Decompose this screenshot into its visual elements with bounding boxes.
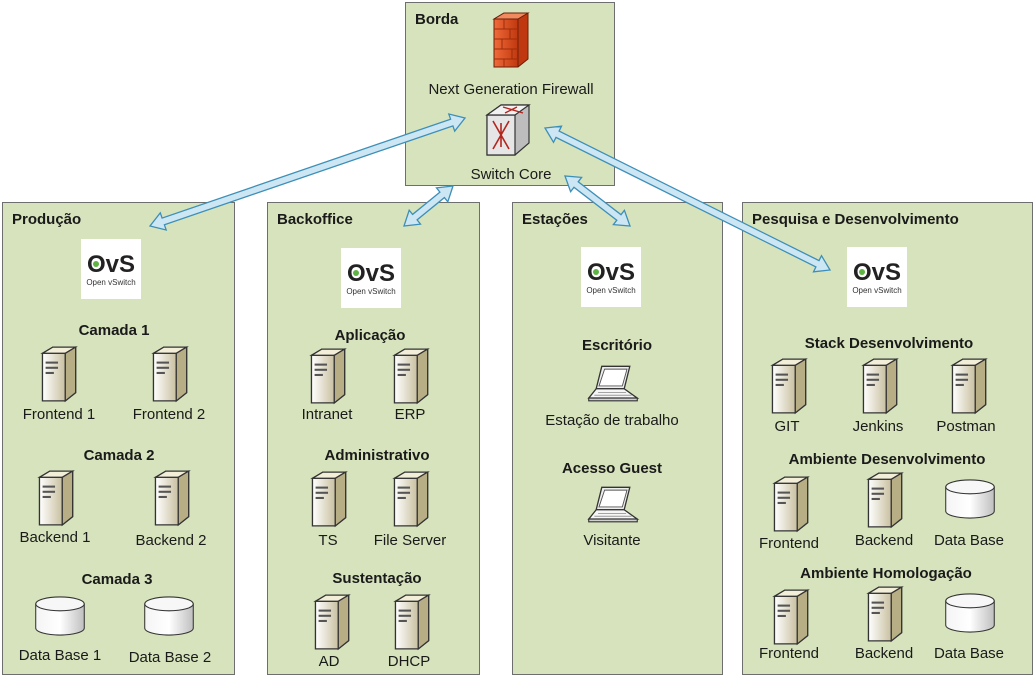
group-title-guest: Acesso Guest — [561, 460, 663, 477]
server-icon — [766, 357, 808, 415]
node-label: Postman — [936, 418, 996, 435]
server-icon — [33, 469, 75, 527]
firewall-label: Next Generation Firewall — [428, 81, 594, 98]
server-icon — [149, 469, 191, 527]
group-title-stack: Stack Desenvolvimento — [804, 335, 974, 352]
switch-icon — [485, 104, 531, 156]
server-icon — [946, 357, 988, 415]
group-title-camada1: Camada 1 — [78, 322, 150, 339]
laptop-icon — [585, 364, 641, 406]
node-label: Backend — [854, 645, 914, 662]
database-icon — [34, 593, 86, 639]
node-label: Frontend — [758, 535, 820, 552]
database-icon — [944, 590, 996, 636]
group-title-hom: Ambiente Homologação — [800, 565, 972, 582]
group-title-camada2: Camada 2 — [83, 447, 155, 464]
node-label: Data Base — [933, 645, 1005, 662]
node-label: GIT — [774, 418, 800, 435]
zone-title-producao: Produção — [12, 211, 82, 228]
server-icon — [306, 470, 348, 528]
server-icon — [36, 345, 78, 403]
group-title-camada3: Camada 3 — [81, 571, 153, 588]
ovs-logo-icon — [581, 247, 641, 307]
node-label: DHCP — [387, 653, 431, 670]
firewall-icon — [492, 12, 530, 68]
switch-label: Switch Core — [470, 166, 552, 183]
zone-title-estacoes: Estações — [522, 211, 588, 228]
group-title-administrativo: Administrativo — [324, 447, 430, 464]
node-label: Frontend — [758, 645, 820, 662]
server-icon — [857, 357, 899, 415]
node-label: Jenkins — [852, 418, 904, 435]
node-label: Backend 2 — [135, 532, 207, 549]
zone-estacoes: Estações Escritório Estação de trabalho … — [512, 202, 723, 675]
group-title-dev: Ambiente Desenvolvimento — [788, 451, 986, 468]
node-label: Data Base — [933, 532, 1005, 549]
node-label: Intranet — [301, 406, 353, 423]
node-label: File Server — [373, 532, 447, 549]
server-icon — [305, 347, 347, 405]
database-icon — [143, 593, 195, 639]
node-label: Frontend 1 — [22, 406, 96, 423]
database-icon — [944, 476, 996, 522]
server-icon — [862, 585, 904, 643]
server-icon — [388, 347, 430, 405]
node-label: Backend — [854, 532, 914, 549]
node-label: Estação de trabalho — [545, 412, 679, 429]
server-icon — [388, 470, 430, 528]
zone-borda: Borda Next Generation Firewall Switch Co… — [405, 2, 615, 186]
node-label: AD — [318, 653, 340, 670]
node-label: Data Base 1 — [18, 647, 102, 664]
zone-pesquisa-desenvolvimento: Pesquisa e Desenvolvimento Stack Desenvo… — [742, 202, 1033, 675]
group-title-sustentacao: Sustentação — [332, 570, 422, 587]
ovs-logo-icon — [341, 248, 401, 308]
server-icon — [768, 588, 810, 646]
server-icon — [309, 593, 351, 651]
node-label: TS — [318, 532, 338, 549]
server-icon — [768, 475, 810, 533]
ovs-logo-icon — [847, 247, 907, 307]
server-icon — [862, 471, 904, 529]
node-label: ERP — [394, 406, 426, 423]
group-title-escritorio: Escritório — [581, 337, 653, 354]
node-label: Visitante — [583, 532, 641, 549]
zone-title-backoffice: Backoffice — [277, 211, 353, 228]
ovs-logo-icon — [81, 239, 141, 299]
node-label: Data Base 2 — [128, 649, 212, 666]
zone-producao: Produção Camada 1 Frontend 1 Frontend 2 … — [2, 202, 235, 675]
zone-title-pd: Pesquisa e Desenvolvimento — [752, 211, 959, 228]
server-icon — [389, 593, 431, 651]
server-icon — [147, 345, 189, 403]
laptop-icon — [585, 485, 641, 527]
group-title-aplicacao: Aplicação — [334, 327, 406, 344]
zone-backoffice: Backoffice Aplicação Intranet ERP Admini… — [267, 202, 480, 675]
node-label: Backend 1 — [19, 529, 91, 546]
node-label: Frontend 2 — [132, 406, 206, 423]
zone-title-borda: Borda — [415, 11, 459, 28]
